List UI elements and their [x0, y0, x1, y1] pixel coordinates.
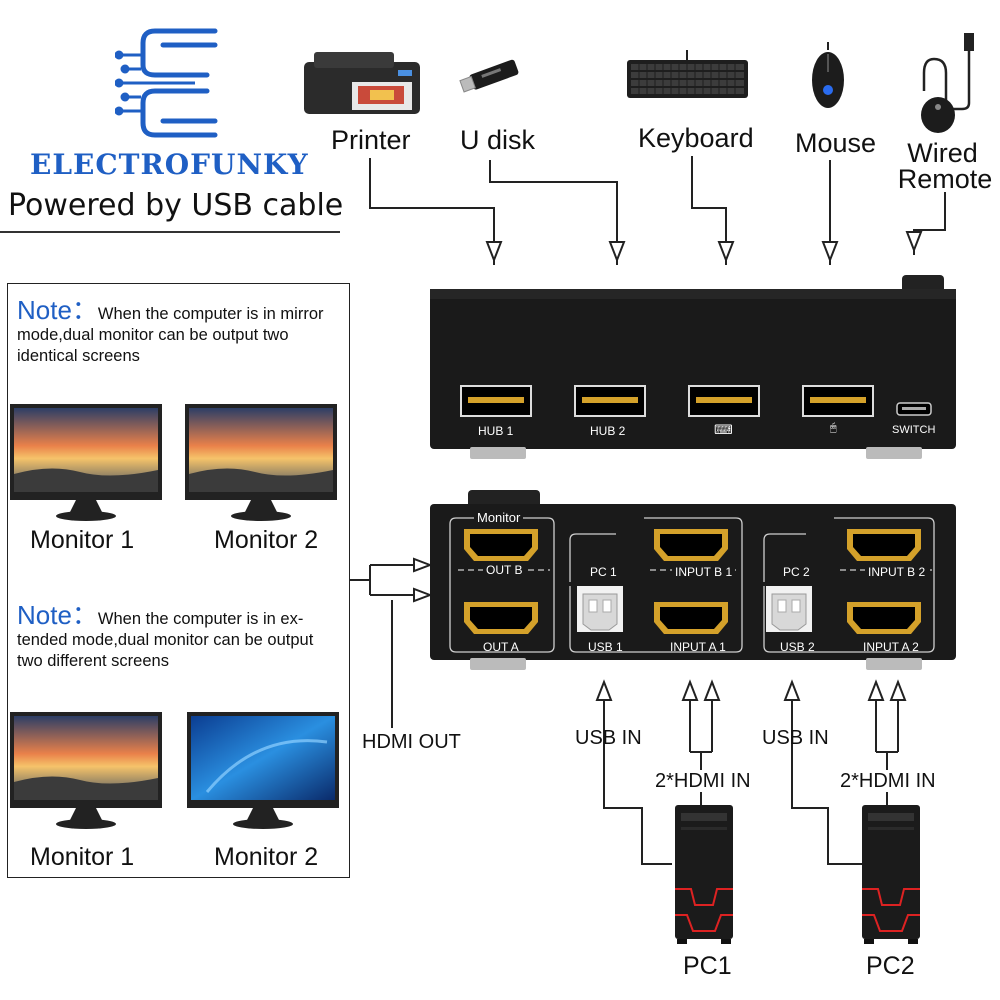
hdmi-out-label: HDMI OUT — [362, 731, 461, 753]
brand-name: ELECTROFUNKY — [30, 148, 309, 181]
printer-label: Printer — [331, 125, 411, 155]
hdmi-port-out-b — [464, 529, 538, 561]
pc1-label: PC1 — [683, 952, 732, 980]
brand-logo-icon — [115, 28, 218, 138]
keyboard-label: Keyboard — [638, 123, 754, 153]
udisk-label: U disk — [460, 125, 536, 155]
usb-port-hub2 — [574, 385, 646, 417]
input-b2-label: INPUT B 2 — [865, 565, 929, 579]
usb-port-hub1 — [460, 385, 532, 417]
hdmi-in-2-label: 2*HDMI IN — [840, 770, 936, 792]
monitor-2-mirror-image — [185, 404, 337, 521]
usb-port-mouse — [802, 385, 874, 417]
note-extended-title: Note： — [17, 600, 98, 630]
mouse-icon — [812, 42, 844, 108]
out-b-label: OUT B — [483, 563, 526, 577]
keyboard-port-icon: ⌨ — [714, 422, 733, 437]
input-a2-label: INPUT A 2 — [863, 640, 919, 654]
pc2-label: PC2 — [866, 952, 915, 980]
hdmi-port-input-a1 — [654, 602, 728, 634]
note-mirror: Note：When the computer is in mirror mode… — [17, 297, 345, 367]
pc2-tower-icon — [862, 805, 920, 944]
usb-b-port-pc1 — [577, 586, 623, 632]
tagline-underline — [0, 231, 340, 233]
out-a-label: OUT A — [483, 640, 519, 654]
port-label-hub2: HUB 2 — [590, 424, 626, 438]
pc2-label: PC 2 — [783, 565, 810, 579]
mouse-port-icon: 🖱 — [830, 422, 837, 434]
hdmi-port-input-b1 — [654, 529, 728, 561]
monitor-2-extended-label: Monitor 2 — [214, 843, 319, 871]
remote-label-line1: Wired — [907, 138, 978, 168]
note-mirror-text-inline: When the computer is in mirror — [97, 305, 324, 323]
monitor-1-extended-image — [10, 712, 162, 829]
input-a1-label: INPUT A 1 — [670, 640, 726, 654]
usb-in-2-label: USB IN — [762, 727, 829, 749]
hdmi-in-1-label: 2*HDMI IN — [655, 770, 751, 792]
monitor-1-mirror-label: Monitor 1 — [30, 526, 135, 554]
hdmi-port-input-b2 — [847, 529, 921, 561]
pc1-tower-icon — [675, 805, 733, 944]
notes-panel — [7, 283, 350, 878]
monitor-2-mirror-label: Monitor 2 — [214, 526, 319, 554]
monitor-group-label: Monitor — [474, 510, 524, 525]
usb1-label: USB 1 — [588, 640, 623, 654]
note-mirror-text-rest: mode,dual monitor can be output two iden… — [17, 326, 289, 365]
note-mirror-title: Note： — [17, 295, 98, 325]
kvm-back-panel — [430, 490, 956, 670]
usb-b-port-pc2 — [766, 586, 812, 632]
micro-usb-switch-port — [896, 402, 932, 416]
pc1-label: PC 1 — [590, 565, 617, 579]
input-b1-label: INPUT B 1 — [672, 565, 736, 579]
usb-disk-icon — [459, 59, 519, 93]
usb-in-1-label: USB IN — [575, 727, 642, 749]
printer-icon — [304, 52, 420, 114]
monitor-1-extended-label: Monitor 1 — [30, 843, 135, 871]
note-extended-text-rest: tended mode,dual monitor can be output t… — [17, 631, 314, 670]
usb-port-keyboard — [688, 385, 760, 417]
note-extended: Note：When the computer is in ex- tended … — [17, 602, 345, 672]
mouse-label: Mouse — [795, 128, 877, 158]
remote-label-line2: Remote — [897, 164, 993, 194]
tagline: Powered by USB cable — [8, 188, 344, 223]
keyboard-icon — [627, 50, 748, 98]
note-extended-text-inline: When the computer is in ex- — [97, 610, 304, 628]
hdmi-port-out-a — [464, 602, 538, 634]
port-label-hub1: HUB 1 — [478, 424, 514, 438]
hdmi-port-input-a2 — [847, 602, 921, 634]
usb2-label: USB 2 — [780, 640, 815, 654]
monitor-1-mirror-image — [10, 404, 162, 521]
monitor-2-extended-image — [187, 712, 339, 829]
port-label-switch: SWITCH — [892, 424, 936, 436]
wired-remote-icon — [921, 33, 974, 133]
